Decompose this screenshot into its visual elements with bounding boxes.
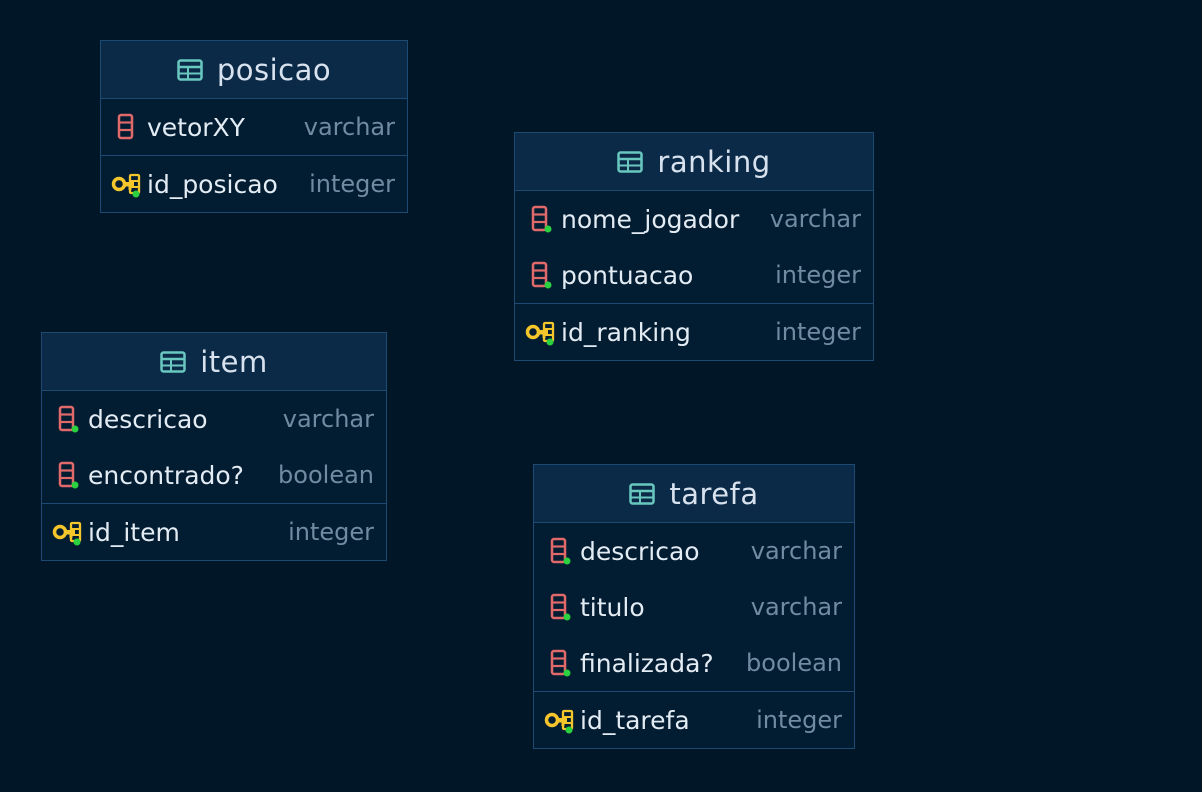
table-header[interactable]: posicao xyxy=(101,41,407,99)
primary-key-row[interactable]: id_tarefa integer xyxy=(534,691,854,748)
primary-key-row[interactable]: id_item integer xyxy=(42,503,386,560)
column-type: varchar xyxy=(750,537,842,565)
table-header[interactable]: item xyxy=(42,333,386,391)
column-not-null-icon xyxy=(544,536,574,566)
column-name: descricao xyxy=(580,536,700,566)
column-row[interactable]: titulo varchar xyxy=(534,579,854,635)
column-row[interactable]: descricao varchar xyxy=(42,391,386,447)
column-type: integer xyxy=(775,318,861,346)
primary-key-icon xyxy=(52,517,82,547)
table-header[interactable]: tarefa xyxy=(534,465,854,523)
column-name: titulo xyxy=(580,592,645,622)
table-grid-icon xyxy=(617,150,644,173)
table-name: ranking xyxy=(657,144,771,179)
column-not-null-icon xyxy=(52,404,82,434)
column-type: varchar xyxy=(750,593,842,621)
column-type: integer xyxy=(309,170,395,198)
column-type: boolean xyxy=(746,649,842,677)
column-type: varchar xyxy=(303,113,395,141)
column-row[interactable]: pontuacao integer xyxy=(515,247,873,303)
table-grid-icon xyxy=(160,350,186,373)
column-name: id_item xyxy=(88,517,180,547)
column-row[interactable]: vetorXY varchar xyxy=(101,99,407,155)
column-row[interactable]: nome_jogador varchar xyxy=(515,191,873,247)
column-not-null-icon xyxy=(525,204,555,234)
column-row[interactable]: descricao varchar xyxy=(534,523,854,579)
table-tarefa[interactable]: tarefa descricao varchar titulo varchar xyxy=(533,464,855,749)
table-header[interactable]: ranking xyxy=(515,133,873,191)
table-name: item xyxy=(200,344,268,379)
primary-key-icon xyxy=(525,317,555,347)
table-item[interactable]: item descricao varchar encontrado? boole… xyxy=(41,332,387,561)
column-name: vetorXY xyxy=(147,112,245,142)
primary-key-icon xyxy=(544,705,574,735)
column-name: encontrado? xyxy=(88,460,244,490)
column-type: integer xyxy=(288,518,374,546)
column-type: boolean xyxy=(278,461,374,489)
column-not-null-icon xyxy=(52,460,82,490)
column-row[interactable]: encontrado? boolean xyxy=(42,447,386,503)
column-name: id_tarefa xyxy=(580,705,690,735)
table-ranking[interactable]: ranking nome_jogador varchar pontuacao i… xyxy=(514,132,874,361)
column-name: descricao xyxy=(88,404,208,434)
column-not-null-icon xyxy=(544,648,574,678)
column-icon xyxy=(111,112,141,142)
column-name: finalizada? xyxy=(580,648,714,678)
primary-key-row[interactable]: id_ranking integer xyxy=(515,303,873,360)
table-grid-icon xyxy=(177,58,203,81)
table-name: tarefa xyxy=(669,476,759,511)
column-name: nome_jogador xyxy=(561,204,740,234)
column-name: id_ranking xyxy=(561,317,691,347)
column-not-null-icon xyxy=(544,592,574,622)
column-not-null-icon xyxy=(525,260,555,290)
table-grid-icon xyxy=(629,482,656,505)
column-type: integer xyxy=(756,706,842,734)
primary-key-icon xyxy=(111,169,141,199)
column-type: integer xyxy=(775,261,861,289)
primary-key-row[interactable]: id_posicao integer xyxy=(101,155,407,212)
column-type: varchar xyxy=(282,405,374,433)
table-name: posicao xyxy=(216,52,332,87)
table-posicao[interactable]: posicao vetorXY varchar id_posicao xyxy=(100,40,408,213)
column-type: varchar xyxy=(769,205,861,233)
column-row[interactable]: finalizada? boolean xyxy=(534,635,854,691)
column-name: pontuacao xyxy=(561,260,694,290)
column-name: id_posicao xyxy=(147,169,278,199)
